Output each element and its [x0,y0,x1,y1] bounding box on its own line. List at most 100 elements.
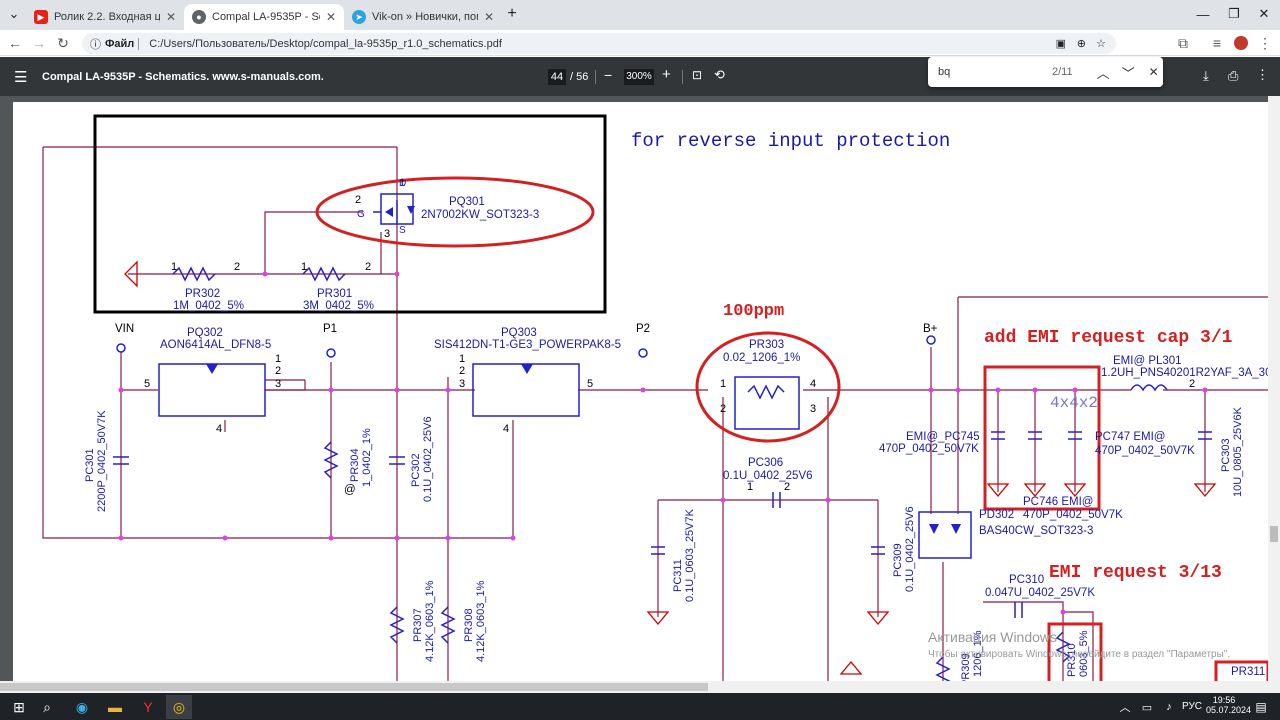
close-window-button[interactable]: ✕ [1258,6,1270,21]
browser-toolbar: ← → ↻ ⓘ Файл C:/Users/Пользователь/Deskt… [0,30,1280,56]
zoom-in-button[interactable]: + [662,66,671,83]
svg-text:0.1U_0402_25V6: 0.1U_0402_25V6 [723,470,813,482]
youtube-icon: ▶ [34,10,48,24]
info-icon[interactable]: ⓘ [90,38,101,51]
svg-text:PC303: PC303 [1220,438,1232,472]
watermark-title: Активация Windows [928,629,1057,645]
print-icon[interactable]: ⎙ [1228,68,1239,83]
svg-text:G: G [357,209,365,220]
note-100ppm: 100ppm [723,302,784,321]
svg-text:4.12K_0603_1%: 4.12K_0603_1% [424,580,436,662]
bookmark-star-icon[interactable]: ☆ [1096,38,1106,50]
close-icon[interactable]: ✕ [325,10,336,24]
language-indicator[interactable]: РУС [1182,701,1203,712]
svg-text:2: 2 [365,261,371,273]
page-total: / 56 [570,71,589,83]
address-bar[interactable]: ⓘ Файл C:/Users/Пользователь/Desktop/com… [82,33,1116,54]
svg-text:SIS412DN-T1-GE3_POWERPAK8-5: SIS412DN-T1-GE3_POWERPAK8-5 [434,339,621,351]
note-4x4x2: 4x4x2 [1050,394,1098,412]
tab-search-icon[interactable]: ⌄ [8,6,20,21]
find-next-icon[interactable]: ﹀ [1121,65,1135,81]
menu-kebab-icon[interactable]: ⋮ [1258,34,1272,51]
svg-text:P1: P1 [323,323,337,335]
vertical-scrollbar[interactable] [1268,96,1280,681]
svg-text:1: 1 [301,261,307,273]
page-number-input[interactable]: 44 [548,69,566,85]
svg-text:2N7002KW_SOT323-3: 2N7002KW_SOT323-3 [421,209,539,221]
back-icon[interactable]: ← [8,35,22,51]
find-bar: bq 2/11 ︿ ﹀ ✕ [928,57,1163,87]
reload-icon[interactable]: ↻ [57,34,69,51]
svg-text:5: 5 [587,378,593,390]
zoom-icon[interactable]: ⊕ [1076,38,1086,50]
net-wires [42,146,1268,681]
svg-text:2: 2 [355,194,361,206]
svg-text:2: 2 [784,481,790,493]
explorer-icon[interactable]: ▬ [108,699,122,715]
svg-text:4: 4 [503,423,509,435]
svg-text:0.1U_0603_25V7K: 0.1U_0603_25V7K [684,508,696,602]
svg-text:3: 3 [459,378,465,390]
restore-button[interactable]: ❐ [1228,6,1240,21]
close-icon[interactable]: ✕ [165,10,176,24]
forward-icon[interactable]: → [32,35,46,51]
svg-text:BAS40CW_SOT323-3: BAS40CW_SOT323-3 [979,525,1093,537]
download-icon[interactable]: ⤓ [1203,68,1209,83]
new-tab-button[interactable]: + [507,5,517,22]
svg-text:3: 3 [275,378,281,390]
svg-text:1_0402_1%: 1_0402_1% [361,428,373,487]
note-emi-request: EMI request 3/13 [1049,563,1222,583]
windows-start-icon[interactable]: ⊞ [13,698,25,715]
tray-chevron-icon[interactable]: ︿ [1119,702,1131,714]
svg-text:PC311: PC311 [672,559,684,592]
clock[interactable]: 19:56 05.07.2024 [1206,695,1252,715]
extensions-icon[interactable]: ⧉ [1178,34,1188,51]
svg-text:1: 1 [275,353,281,365]
yandex-icon[interactable]: Y [143,699,153,715]
tab-youtube[interactable]: ▶ Ролик 2.2. Входная цепь. Прак ✕ [26,4,184,30]
notifications-icon[interactable]: ▤ [1255,700,1267,714]
profile-avatar[interactable] [1230,33,1252,53]
translate-icon[interactable]: ▣ [1055,38,1066,50]
svg-text:VIN: VIN [115,323,134,335]
horizontal-scrollbar[interactable] [0,681,1280,693]
find-input[interactable]: bq [938,66,951,78]
minimize-button[interactable]: — [1196,6,1210,22]
volume-icon[interactable]: ♪ [1166,701,1172,713]
svg-text:1M_0402_5%: 1M_0402_5% [173,300,244,312]
svg-text:PR302: PR302 [185,288,220,300]
chrome-icon[interactable]: ◎ [166,695,192,719]
svg-text:PR301: PR301 [317,288,352,300]
fit-page-icon[interactable]: ⊡ [692,68,703,82]
svg-text:5: 5 [144,378,150,390]
svg-text:PC746 EMI@: PC746 EMI@ [1023,496,1093,508]
component-arrows [206,206,961,534]
zoom-out-button[interactable]: − [604,67,613,83]
edge-icon[interactable]: ◉ [75,698,89,715]
svg-text:1: 1 [720,378,726,390]
network-icon[interactable]: ▭ [1141,701,1153,714]
svg-text:PQ302: PQ302 [187,327,223,339]
svg-text:4: 4 [216,423,222,435]
vertical-labels: PC301 2200P_0402_50V7K PR304 1_0402_1% P… [84,406,1244,681]
zoom-input[interactable]: 300% [624,69,654,85]
find-close-icon[interactable]: ✕ [1148,65,1159,79]
svg-text:0.1U_0402_25V6: 0.1U_0402_25V6 [422,416,434,502]
rotate-icon[interactable]: ⟲ [714,67,725,82]
tab-compal-schematics[interactable]: ● Compal LA-9535P - Schematics ✕ [184,4,344,30]
svg-text:0.1U_0402_25V6: 0.1U_0402_25V6 [904,506,916,592]
search-icon[interactable]: ⌕ [43,698,51,715]
find-previous-icon[interactable]: ︿ [1096,65,1110,81]
svg-text:P2: P2 [636,323,650,335]
component-labels: PQ301 2N7002KW_SOT323-3 PR302 1M_0402_5%… [115,196,1271,678]
browser-tab-bar: ⌄ ▶ Ролик 2.2. Входная цепь. Прак ✕ ● Co… [0,0,1280,30]
close-icon[interactable]: ✕ [483,10,494,24]
junction-dots [118,271,1208,615]
svg-text:4: 4 [810,378,816,390]
tab-vikon[interactable]: ➤ Vik-on » Новички, помощь и с ✕ [344,4,502,30]
reading-list-icon[interactable]: ≡ [1212,35,1222,51]
svg-text:470P_0402_50V7K: 470P_0402_50V7K [1023,509,1123,521]
globe-icon: ● [192,10,206,24]
hamburger-icon[interactable]: ☰ [14,69,28,86]
more-options-icon[interactable]: ⋮ [1256,67,1269,82]
